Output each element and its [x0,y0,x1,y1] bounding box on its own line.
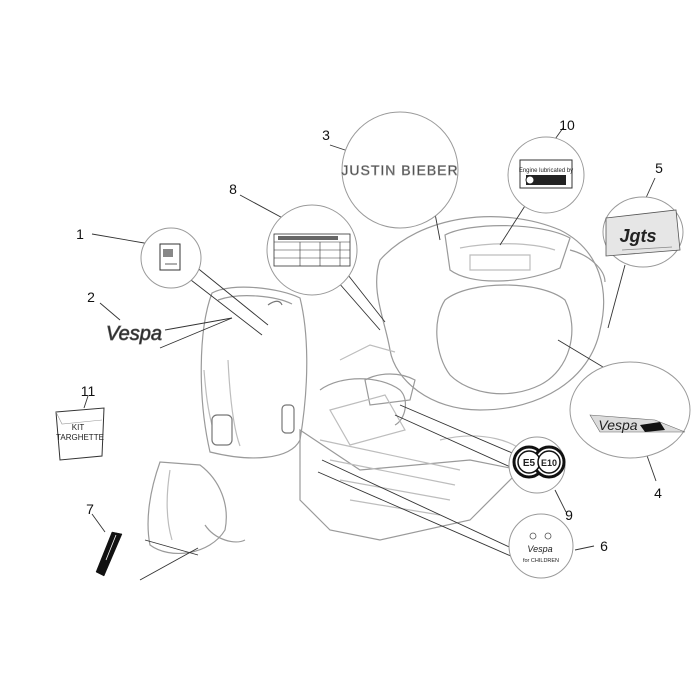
leader-8-to-body-b [347,274,386,323]
leader-2 [99,302,121,321]
callout-8: 8 [229,181,237,197]
decal-9-e5-text: E5 [523,458,536,469]
decal-7-stripe [95,531,123,577]
decal-11-kit-text: KIT [72,423,85,432]
callout-6: 6 [600,538,608,554]
leader-1 [91,233,151,245]
decal-9-fuel-labels: E5 E10 [512,445,566,479]
callout-2: 2 [87,289,95,305]
leader-6 [574,545,595,551]
zoom-circles [140,111,691,579]
zoom-circle-3 [341,111,459,229]
leader-11 [83,395,89,409]
decal-8-label-plate [273,233,351,267]
decal-11-targhette-text: TARGHETTE [56,433,104,442]
leader-2-to-body-a [164,317,233,331]
decal-10-castrol-brand-text: Castrol [536,177,564,186]
callout-numbers: 1 2 3 4 5 6 7 8 9 10 11 [76,117,663,554]
decal-5-gts-badge: Jgts [605,209,681,257]
leader-6-to-body-b [317,471,521,561]
leader-5-to-body [607,264,626,329]
callout-3: 3 [322,127,330,143]
callout-10: 10 [559,117,575,133]
leader-1-to-body [177,269,263,336]
decal-4-vespa-text: Vespa [598,417,637,433]
leader-1-to-body-b [189,261,269,326]
leader-2-to-body-b [159,317,233,349]
callout-9: 9 [565,507,573,523]
decal-5-gts-text: Jgts [619,226,656,246]
callout-7: 7 [86,501,94,517]
leader-6-to-body-a [321,459,521,553]
leader-4-to-body [557,339,609,371]
leader-7-to-body-b [139,547,199,581]
decal-9-e10-text: E10 [541,458,557,468]
leader-7 [91,513,106,533]
decal-1-badge [159,243,181,271]
decal-6-children-text: for CHILDREN [523,558,559,564]
decal-11-kit-targhette: KIT TARGHETTE [55,407,105,461]
decal-4-vespa-side: Vespa [589,414,686,433]
decal-2-vespa-script: Vespa [106,323,163,346]
decal-6-vespa-for-children: Vespa for CHILDREN [523,532,559,564]
decal-6-vespa-text: Vespa [527,544,552,554]
leader-9-to-body-a [399,404,518,456]
callout-1: 1 [76,226,84,242]
leader-9-to-body-b [394,414,518,471]
leader-lines [83,127,657,581]
leader-9 [554,489,567,513]
decal-2-vespa-text: Vespa [106,323,162,345]
callout-4: 4 [654,485,662,501]
decal-10-castrol-sticker: Engine lubricated by Castrol [519,159,573,189]
scooter-body [147,216,606,554]
decal-10-castrol-top-text: Engine lubricated by [519,168,573,174]
leader-5 [644,177,656,201]
callout-5: 5 [655,160,663,176]
zoom-circle-6 [508,513,574,579]
zoom-circle-4 [569,361,691,459]
leader-8-to-body-a [337,281,381,331]
decal-3-justin-bieber-text: JUSTIN BIEBER [341,162,458,178]
callout-11: 11 [81,383,96,399]
